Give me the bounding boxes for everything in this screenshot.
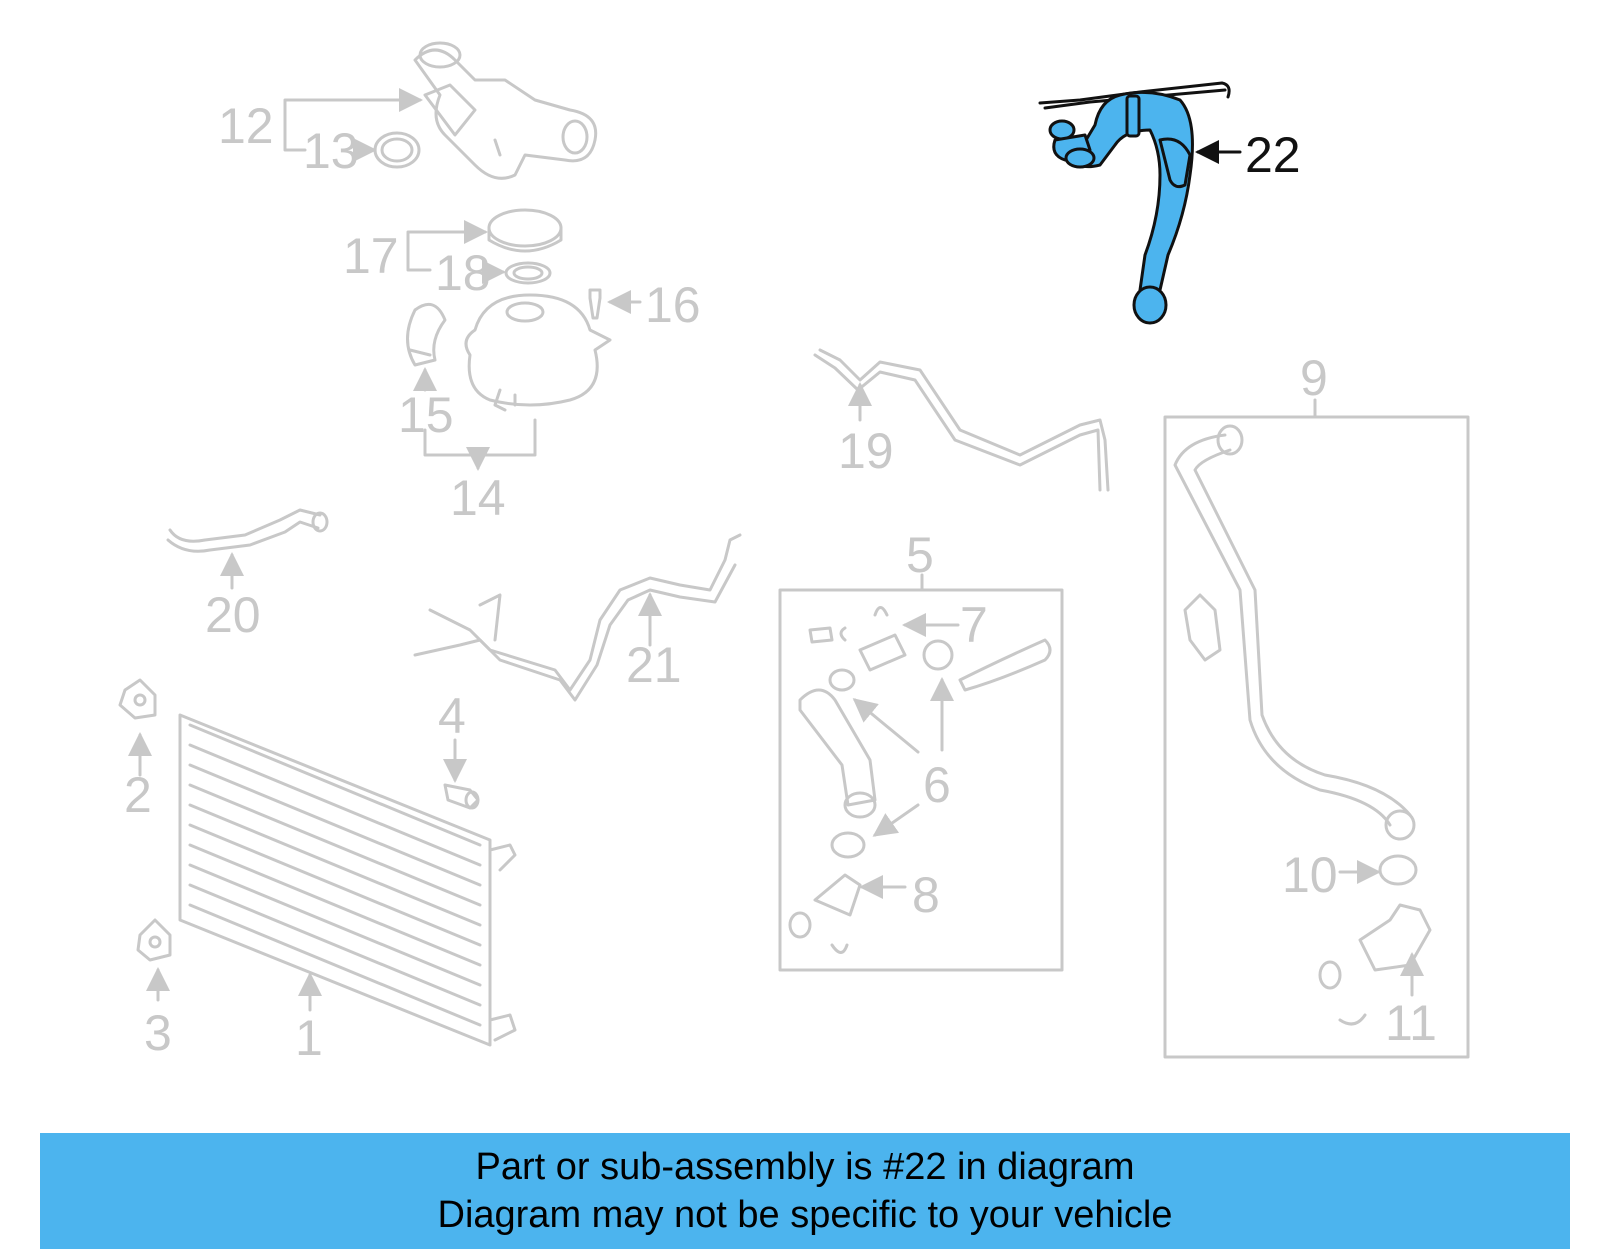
callout-7: 7 — [960, 597, 988, 653]
part-14-expansion-tank — [464, 293, 612, 412]
callout-12: 12 — [218, 98, 274, 154]
part-10-clamp — [1378, 854, 1418, 886]
callout-5: 5 — [906, 527, 934, 583]
banner-line-part-number: Part or sub-assembly is #22 in diagram — [475, 1146, 1135, 1188]
callout-13: 13 — [303, 123, 359, 179]
callout-9: 9 — [1300, 350, 1328, 406]
callout-22: 22 — [1245, 127, 1301, 183]
part-22-coolant-hose — [1038, 81, 1231, 325]
callout-1: 1 — [295, 1010, 323, 1066]
leader-17-18 — [406, 232, 485, 272]
part-18-seal — [504, 261, 552, 285]
part-16-screw — [588, 288, 602, 320]
callout-16: 16 — [645, 277, 701, 333]
callout-6: 6 — [923, 757, 951, 813]
callout-17: 17 — [343, 228, 399, 284]
callout-14: 14 — [450, 470, 506, 526]
part-13-gasket — [373, 131, 421, 169]
part-2-mount — [118, 678, 157, 720]
callout-2: 2 — [124, 767, 152, 823]
part-1-radiator — [178, 713, 517, 1047]
part-21-pipe — [413, 533, 742, 702]
info-banner: Part or sub-assembly is #22 in diagram D… — [40, 1133, 1570, 1249]
leader-14 — [423, 418, 537, 468]
callout-11: 11 — [1385, 995, 1437, 1051]
callout-18: 18 — [435, 245, 491, 301]
part-3-mount — [136, 918, 172, 962]
part-12-thermostat-housing — [413, 41, 598, 180]
part-11-flange — [1318, 903, 1432, 1026]
callout-4: 4 — [438, 688, 466, 744]
callout-15: 15 — [398, 387, 454, 443]
part-9-hose — [1173, 424, 1416, 841]
part-20-pipe — [166, 508, 329, 553]
part-15-hose — [406, 302, 447, 367]
part-17-cap — [487, 208, 563, 253]
callout-20: 20 — [205, 587, 261, 643]
banner-line-disclaimer: Diagram may not be specific to your vehi… — [437, 1194, 1173, 1236]
callout-3: 3 — [144, 1005, 172, 1061]
part-4-sensor — [443, 783, 480, 810]
callout-21: 21 — [626, 637, 682, 693]
callout-19: 19 — [838, 423, 894, 479]
part-5-components — [788, 606, 1052, 954]
box-part-9 — [1163, 415, 1470, 1059]
leader-12-13 — [283, 100, 420, 152]
callout-10: 10 — [1282, 847, 1338, 903]
callout-8: 8 — [912, 867, 940, 923]
